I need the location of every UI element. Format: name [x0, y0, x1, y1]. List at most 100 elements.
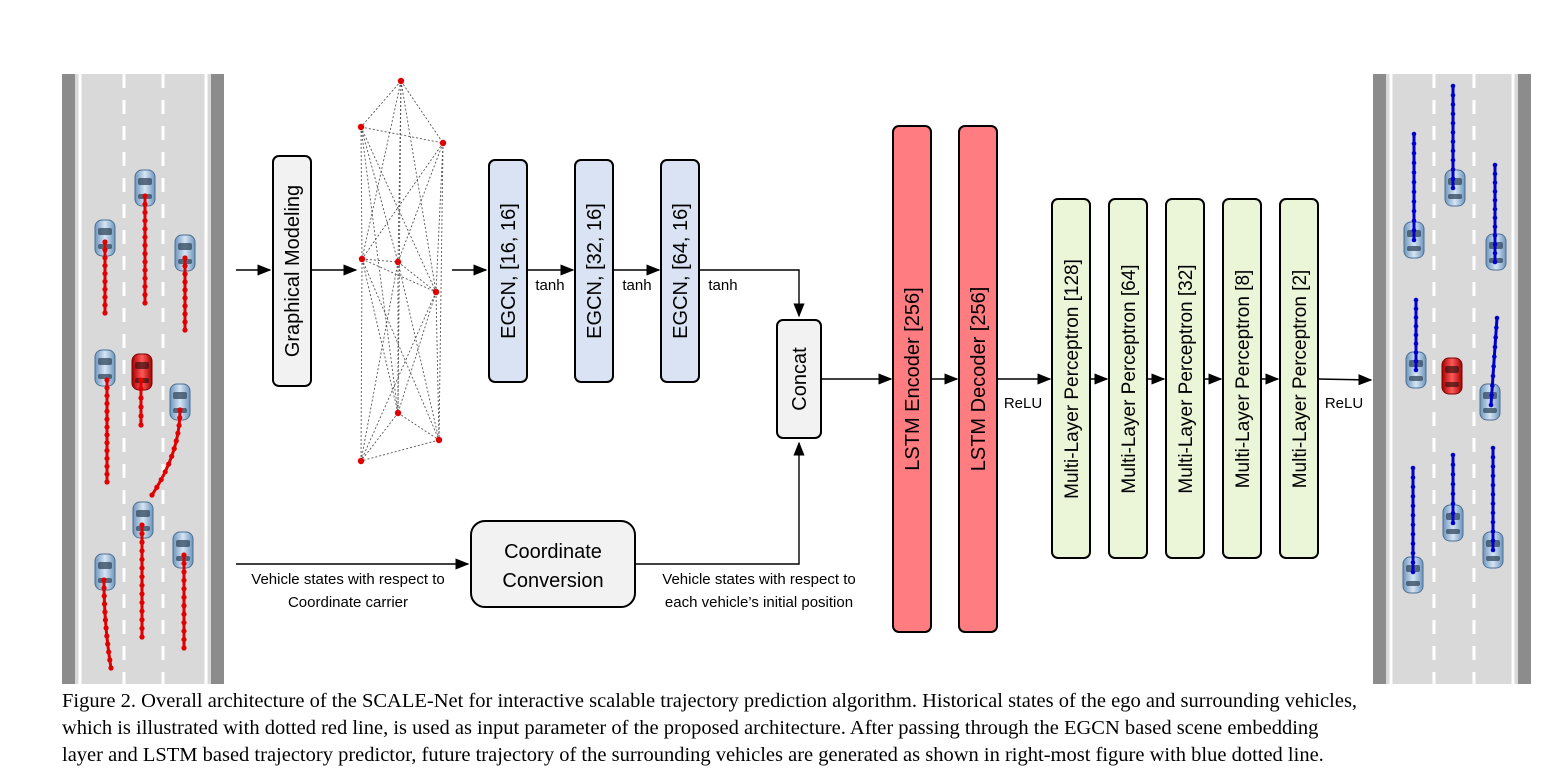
- graph-edge: [361, 258, 399, 414]
- graphical-modeling-label: Graphical Modeling: [282, 185, 304, 357]
- history-trajectory: [104, 377, 110, 485]
- mlp-block-3: Multi-Layer Perceptron [32]: [1165, 198, 1205, 559]
- egcn-block-1: EGCN, [16, 16]: [488, 159, 528, 383]
- graph-edge: [397, 261, 437, 293]
- converted-states-label-line1: Vehicle states with respect to: [662, 571, 855, 588]
- predicted-trajectory: [1490, 445, 1496, 553]
- predicted-trajectory: [1413, 297, 1419, 373]
- mlp-3-label: Multi-Layer Perceptron [32]: [1176, 264, 1197, 493]
- graph-edge: [397, 291, 437, 414]
- tanh-label-2: tanh: [622, 277, 651, 294]
- predicted-trajectory: [1450, 452, 1456, 526]
- predicted-trajectory: [1411, 131, 1417, 243]
- graph-edge: [397, 142, 444, 263]
- lstm-decoder-block: LSTM Decoder [256]: [958, 125, 998, 633]
- predicted-trajectory: [1450, 83, 1456, 191]
- lstm-encoder-label: LSTM Encoder [256]: [902, 287, 924, 470]
- output-road-scene: [1373, 74, 1531, 684]
- graph-edge: [360, 126, 399, 263]
- relu-label-2: ReLU: [1325, 395, 1363, 412]
- graph-edge: [397, 261, 440, 441]
- graphical-modeling-block: Graphical Modeling: [272, 155, 312, 387]
- graph-edge: [397, 412, 440, 441]
- connectors: [236, 264, 1373, 570]
- egcn-3-label: EGCN, [64, 16]: [670, 203, 692, 339]
- graph-edge: [438, 142, 444, 441]
- concat-label: Concat: [789, 347, 811, 411]
- graph-edge: [360, 258, 363, 462]
- tanh-label-3: tanh: [708, 277, 737, 294]
- mlp-5-label: Multi-Layer Perceptron [2]: [1290, 270, 1311, 489]
- graph-edge: [360, 126, 444, 144]
- vehicle-icon: [134, 169, 156, 207]
- mlp-block-1: Multi-Layer Perceptron [128]: [1051, 198, 1091, 559]
- graph-edge: [361, 142, 444, 260]
- graph-edge: [361, 258, 440, 441]
- vehicle-icon: [174, 234, 196, 272]
- graph-edge: [360, 439, 440, 462]
- graph-node: [357, 457, 365, 465]
- graph-edge: [360, 126, 363, 260]
- graph-node: [432, 288, 440, 296]
- caption-line-3: layer and LSTM based trajectory predicto…: [62, 744, 1324, 766]
- graph-edge: [360, 126, 399, 414]
- input-states-label-line2: Coordinate carrier: [288, 594, 408, 611]
- mlp-block-5: Multi-Layer Perceptron [2]: [1279, 198, 1319, 559]
- history-trajectory: [139, 522, 145, 640]
- predicted-trajectory: [1488, 315, 1500, 408]
- graph-edge: [400, 80, 437, 293]
- graph-edge: [360, 291, 437, 462]
- coordinate-conversion-line2: Conversion: [502, 570, 603, 592]
- egcn-2-label: EGCN, [32, 16]: [584, 203, 606, 339]
- graph-node: [358, 255, 366, 263]
- graph-edge: [361, 258, 437, 293]
- graph-edge: [400, 80, 444, 144]
- predicted-trajectory: [1410, 465, 1416, 575]
- predicted-trajectory: [1492, 162, 1498, 265]
- egcn-block-2: EGCN, [32, 16]: [574, 159, 614, 383]
- relu-label-1: ReLU: [1004, 395, 1042, 412]
- history-trajectory: [182, 255, 188, 333]
- mlp-block-4: Multi-Layer Perceptron [8]: [1222, 198, 1262, 559]
- scene-graph: [357, 77, 447, 465]
- graph-edge: [361, 80, 402, 260]
- coordinate-conversion-line1: Coordinate: [504, 541, 602, 563]
- input-states-label-line1: Vehicle states with respect to: [251, 571, 444, 588]
- graph-edge: [435, 142, 444, 293]
- egcn-1-label: EGCN, [16, 16]: [498, 203, 520, 339]
- lstm-decoder-label: LSTM Decoder [256]: [968, 287, 990, 472]
- mlp-2-label: Multi-Layer Perceptron [64]: [1119, 264, 1140, 493]
- vehicle-icon: [132, 501, 154, 539]
- mlp-4-label: Multi-Layer Perceptron [8]: [1233, 270, 1254, 489]
- graph-node: [435, 436, 443, 444]
- graph-edge: [435, 291, 440, 441]
- caption-line-1: Figure 2. Overall architecture of the SC…: [62, 690, 1358, 712]
- concat-block: Concat: [776, 319, 822, 439]
- mlp-1-label: Multi-Layer Perceptron [128]: [1062, 259, 1083, 499]
- graph-node: [397, 77, 405, 85]
- history-trajectory: [138, 377, 144, 428]
- coordinate-conversion-block: Coordinate Conversion: [470, 520, 636, 608]
- history-trajectory: [181, 552, 187, 651]
- graph-node: [439, 139, 447, 147]
- history-trajectory: [142, 193, 148, 306]
- graph-edge: [360, 80, 402, 128]
- figure-caption: Figure 2. Overall architecture of the SC…: [62, 688, 1537, 769]
- vehicle-icon: [169, 383, 191, 421]
- graph-edge: [397, 80, 402, 414]
- lstm-encoder-block: LSTM Encoder [256]: [892, 125, 932, 633]
- mlp-block-2: Multi-Layer Perceptron [64]: [1108, 198, 1148, 559]
- tanh-label-1: tanh: [535, 277, 564, 294]
- graph-edge: [360, 261, 399, 462]
- history-trajectory: [101, 577, 114, 671]
- ego-vehicle-icon: [1441, 357, 1463, 395]
- vehicle-icon: [94, 349, 116, 387]
- graph-node: [394, 258, 402, 266]
- converted-states-label-line2: each vehicle’s initial position: [665, 594, 853, 611]
- egcn-block-3: EGCN, [64, 16]: [660, 159, 700, 383]
- input-road-scene: [62, 74, 224, 684]
- caption-line-2: which is illustrated with dotted red lin…: [62, 717, 1319, 739]
- graph-node: [394, 409, 402, 417]
- graph-node: [357, 123, 365, 131]
